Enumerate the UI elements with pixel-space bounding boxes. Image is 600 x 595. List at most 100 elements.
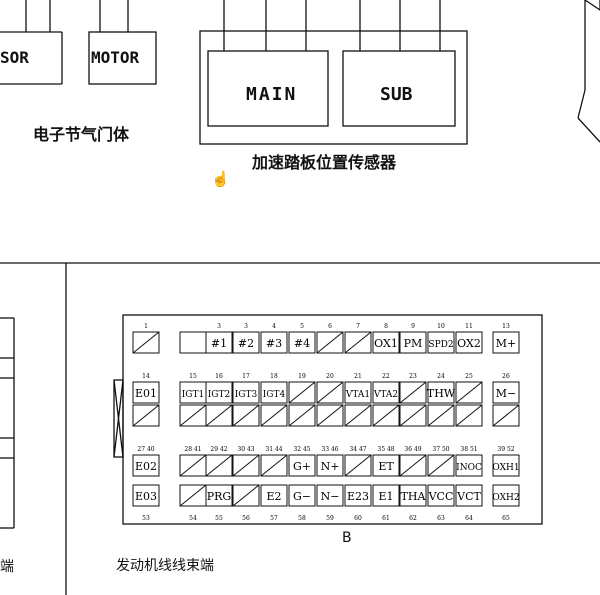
pin-cell (427, 484, 455, 507)
pin-number: 20 (326, 373, 334, 380)
pin-cell (288, 331, 316, 354)
pin-number: 34 47 (349, 446, 366, 453)
pin-number: 29 42 (210, 446, 227, 453)
pin-cell (455, 331, 483, 354)
pin-cell (232, 381, 260, 404)
throttle-body-caption: 电子节气门体 (33, 125, 130, 144)
pin-signal-label: VTA1 (345, 390, 370, 400)
unused-pin-slash (232, 454, 260, 477)
pin-number: 63 (437, 515, 445, 522)
pin-signal-label: VCT (456, 490, 481, 503)
pin-cell (205, 484, 233, 507)
pin-signal-label: G+ (293, 460, 311, 473)
pin-signal-label: IGT2 (208, 390, 230, 400)
pin-number: 17 (242, 373, 250, 380)
pin-number: 37 50 (432, 446, 449, 453)
pin-cell (372, 381, 400, 404)
pin-cell (232, 454, 260, 477)
pin-signal-label: OX1 (374, 337, 398, 350)
pin-number: 62 (409, 515, 417, 522)
unused-pin-slash (260, 404, 288, 427)
pin-number: 7 (356, 323, 360, 330)
pin-number: 30 43 (237, 446, 254, 453)
pin-cell (132, 331, 160, 354)
pin-number: 11 (465, 323, 473, 330)
pin-number: 5 (300, 323, 304, 330)
pin-cell (455, 404, 483, 427)
pin-cell (492, 381, 520, 404)
pin-signal-label: THA (401, 490, 427, 503)
pin-number: 32 45 (293, 446, 310, 453)
pin-cell (260, 381, 288, 404)
pin-cell (372, 331, 400, 354)
pin-cell (232, 404, 260, 427)
pin-cell (455, 381, 483, 404)
pin-cell (399, 381, 427, 404)
unused-pin-slash (344, 454, 372, 477)
pin-cell (205, 381, 233, 404)
pin-cell (492, 484, 520, 507)
pin-cell (316, 454, 344, 477)
pin-signal-label: N+ (321, 460, 340, 473)
pin-signal-label: #1 (211, 337, 227, 350)
pin-cell (316, 484, 344, 507)
pin-cell (260, 404, 288, 427)
pin-signal-label: OXH2 (492, 493, 519, 503)
pin-cell (492, 404, 520, 427)
pin-cell (492, 454, 520, 477)
pin-number: 1 (144, 323, 148, 330)
pin-number: 13 (502, 323, 510, 330)
pin-number: 21 (354, 373, 362, 380)
pin-number: 65 (502, 515, 510, 522)
pin-cell (288, 381, 316, 404)
pin-signal-label: PRG (207, 490, 231, 503)
pin-signal-label: OXH1 (492, 463, 519, 473)
unused-pin-slash (260, 454, 288, 477)
pedal-sensor-caption: 加速踏板位置传感器 (252, 153, 397, 172)
pin-number: 64 (465, 515, 473, 522)
unused-pin-slash (288, 404, 316, 427)
pin-number: 31 44 (265, 446, 282, 453)
pin-cell (316, 381, 344, 404)
unused-pin-slash (399, 381, 427, 404)
pin-cell (372, 454, 400, 477)
unused-pin-slash (492, 404, 520, 427)
pin-number: 14 (142, 373, 150, 380)
pin-cell (288, 484, 316, 507)
pin-number: 35 48 (377, 446, 394, 453)
pin-signal-label: IGT1 (182, 390, 204, 400)
unused-pin-slash (399, 454, 427, 477)
motor-label: MOTOR (91, 48, 140, 67)
pin-cell (260, 484, 288, 507)
pin-signal-label: IGT3 (235, 390, 258, 400)
pin-number: 60 (354, 515, 362, 522)
unused-pin-slash (205, 454, 233, 477)
unused-pin-slash (316, 331, 344, 354)
pin-signal-label: IGT4 (263, 390, 286, 400)
pin-cell (288, 404, 316, 427)
pin-cell (344, 484, 372, 507)
pin-signal-label: E03 (135, 490, 157, 503)
pin-number: 57 (270, 515, 278, 522)
pin-number: 16 (215, 373, 223, 380)
unused-pin-slash (372, 404, 400, 427)
sensor-label-fragment: SOR (0, 48, 29, 67)
pin-cell (427, 404, 455, 427)
pin-cell (260, 454, 288, 477)
pin-cell (372, 484, 400, 507)
pin-cell (205, 404, 233, 427)
unused-pin-slash (399, 404, 427, 427)
pin-cell (316, 404, 344, 427)
pin-number: 58 (298, 515, 306, 522)
pin-cell (427, 381, 455, 404)
pin-signal-label: THW (427, 387, 456, 400)
unused-pin-slash (179, 454, 207, 477)
pin-number: 19 (298, 373, 306, 380)
pin-signal-label: ET (378, 460, 394, 473)
pin-cell (427, 331, 455, 354)
pin-cell (132, 381, 160, 404)
pin-number: 10 (437, 323, 445, 330)
unused-pin-slash (179, 404, 207, 427)
